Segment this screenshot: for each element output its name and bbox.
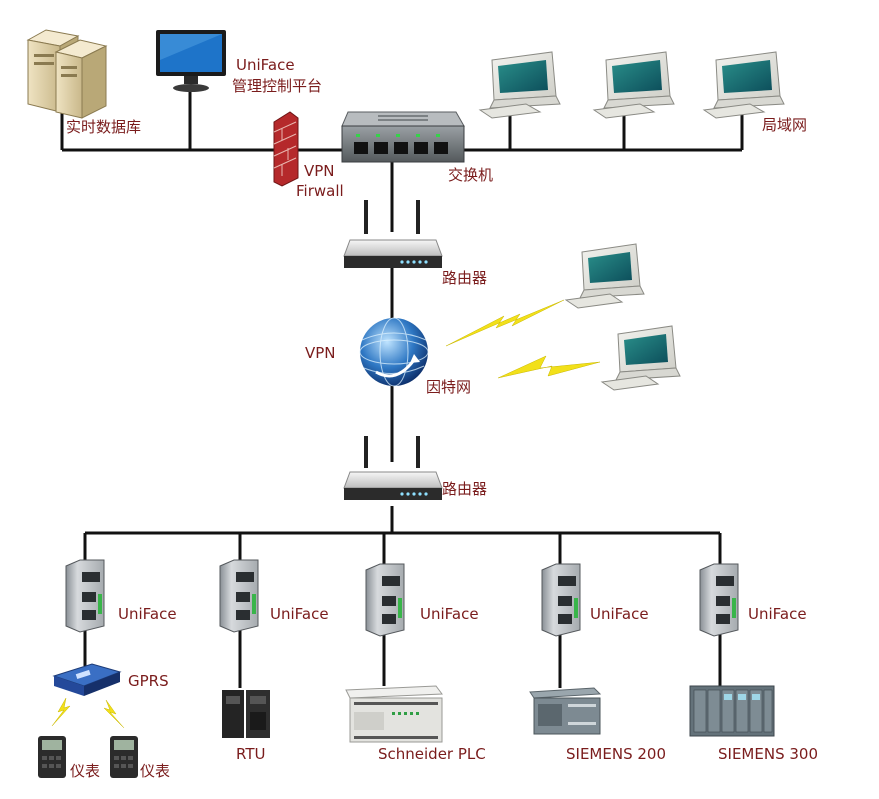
rtu-icon (222, 690, 270, 738)
gateway-4-label: UniFace (590, 605, 649, 623)
gateway-2-label: UniFace (270, 605, 329, 623)
lan-computer-icon (702, 51, 785, 119)
uniface-gateway-icon (219, 559, 259, 633)
uniface-gateway-icon (65, 559, 105, 633)
router-top-label: 路由器 (442, 269, 487, 287)
gateway-5-label: UniFace (748, 605, 807, 623)
remote-computer-icon (564, 243, 645, 309)
uniface-gateway-icon (541, 563, 581, 637)
uniface-gateway-icon (699, 563, 739, 637)
platform-label-1: UniFace (236, 56, 295, 74)
meter-label-2: 仪表 (140, 762, 170, 780)
switch-label: 交换机 (448, 166, 493, 184)
platform-monitor-icon (156, 30, 226, 92)
database-label: 实时数据库 (66, 118, 141, 136)
switch-icon (341, 111, 465, 163)
lan-computer-icon (478, 51, 561, 119)
internet-label: 因特网 (426, 378, 471, 396)
router-bottom-icon (343, 436, 443, 500)
gateway-3-label: UniFace (420, 605, 479, 623)
lan-label: 局域网 (762, 116, 807, 134)
firewall-icon (273, 111, 299, 187)
uniface-gateway-icon (365, 563, 405, 637)
meter-wireless-icon (51, 697, 125, 729)
schneider-plc-label: Schneider PLC (378, 745, 486, 763)
remote-computer-icon (600, 325, 681, 391)
gateway-1-label: UniFace (118, 605, 177, 623)
schneider-plc-icon (345, 685, 443, 743)
firewall-label-2: Firwall (296, 182, 344, 200)
vpn-label: VPN (305, 344, 336, 362)
wireless-link-icon (445, 299, 601, 379)
meter-label-1: 仪表 (70, 762, 100, 780)
platform-label-2: 管理控制平台 (232, 77, 322, 95)
gprs-label: GPRS (128, 672, 169, 690)
lan-computer-icon (592, 51, 675, 119)
firewall-label-1: VPN (304, 162, 335, 180)
gprs-modem-icon (52, 663, 122, 696)
siemens-300-icon (689, 685, 775, 737)
meter-icon (110, 736, 138, 778)
siemens-200-label: SIEMENS 200 (566, 745, 666, 763)
siemens-300-label: SIEMENS 300 (718, 745, 818, 763)
router-top-icon (343, 200, 443, 268)
router-bottom-label: 路由器 (442, 480, 487, 498)
meter-icon (38, 736, 66, 778)
database-server-icon (26, 29, 108, 119)
siemens-200-icon (529, 687, 602, 735)
internet-globe-icon (359, 317, 429, 387)
rtu-label: RTU (236, 745, 265, 763)
